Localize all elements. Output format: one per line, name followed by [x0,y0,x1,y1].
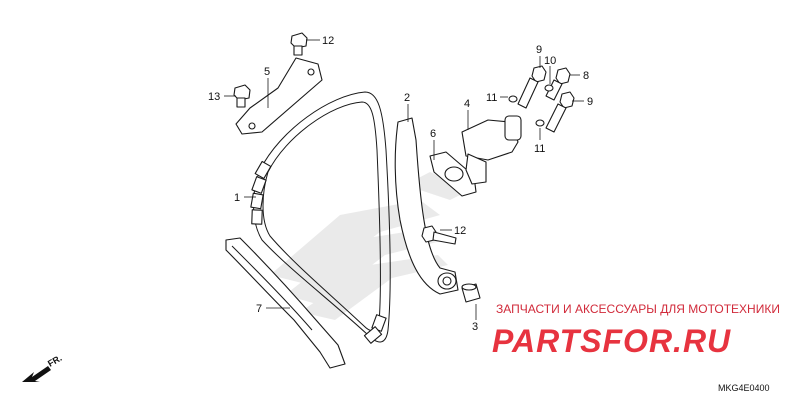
bolt-12-left [233,84,251,108]
callout-5: 5 [264,66,270,78]
callout-11-top: 11 [486,92,497,104]
bolt-9-lower [545,91,575,133]
tensioner-lifter-part [461,115,522,185]
callout-2: 2 [404,92,410,104]
callout-1: 1 [234,192,240,204]
callout-9-lower: 9 [587,96,593,108]
washer-11-top [508,95,518,103]
cam-chain-part [250,91,391,344]
watermark: ЗАПЧАСТИ И АКСЕССУАРЫ ДЛЯ МОТОТЕХНИКИ PA… [492,302,780,359]
bolt-9-upper [517,65,547,109]
callout-11-bottom: 11 [534,143,545,155]
callout-4: 4 [464,98,470,110]
callout-13: 12 [454,225,466,237]
tensioner-arm-part [394,117,459,295]
chain-guide-bracket-part [235,57,323,135]
callout-12-left: 13 [208,91,220,103]
callout-3: 3 [472,321,478,333]
callout-6: 6 [430,128,436,140]
chain-links [250,160,387,344]
front-direction-marker: FR. [22,353,64,382]
washer-10 [544,84,554,92]
diagram-code: MKG4E0400 [718,383,770,393]
watermark-logo: PARTSFOR.RU [492,323,731,359]
callout-10: 10 [544,55,556,67]
direction-label: FR. [46,353,64,369]
callout-7: 7 [256,303,262,315]
lower-chain-guide-part [225,237,346,369]
watermark-tagline: ЗАПЧАСТИ И АКСЕССУАРЫ ДЛЯ МОТОТЕХНИКИ [496,302,780,316]
collar-part [461,283,481,303]
callout-9-upper: 9 [536,44,542,56]
leader-lines [224,39,584,320]
background-wing-watermark [270,172,470,320]
callout-8: 8 [583,70,589,82]
washer-11-bottom [535,119,545,127]
callout-labels: 12 5 13 1 2 4 6 12 3 7 9 10 8 9 11 11 [208,35,593,333]
bolt-12-top [290,32,308,56]
direction-arrow-icon [22,366,51,382]
gasket-part [429,151,477,197]
callout-12-top: 12 [322,35,334,47]
bolt-8-part [545,67,571,101]
bolt-13-part [421,225,457,245]
